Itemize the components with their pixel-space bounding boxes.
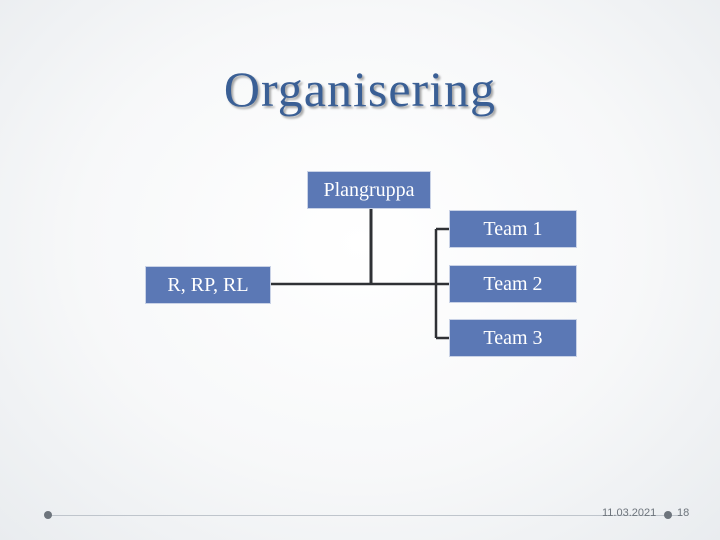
footer-right-dot xyxy=(664,511,672,519)
node-team-3: Team 3 xyxy=(450,320,576,356)
footer-left-dot xyxy=(44,511,52,519)
footer-date: 11.03.2021 xyxy=(602,507,657,519)
footer-page-number: 18 xyxy=(677,507,690,519)
slide-title: Organisering xyxy=(223,61,497,117)
node-r-rp-rl: R, RP, RL xyxy=(146,267,270,303)
node-plangruppa: Plangruppa xyxy=(308,172,430,208)
node-team-2: Team 2 xyxy=(450,266,576,302)
node-team-1: Team 1 xyxy=(450,211,576,247)
footer-line xyxy=(48,515,682,516)
